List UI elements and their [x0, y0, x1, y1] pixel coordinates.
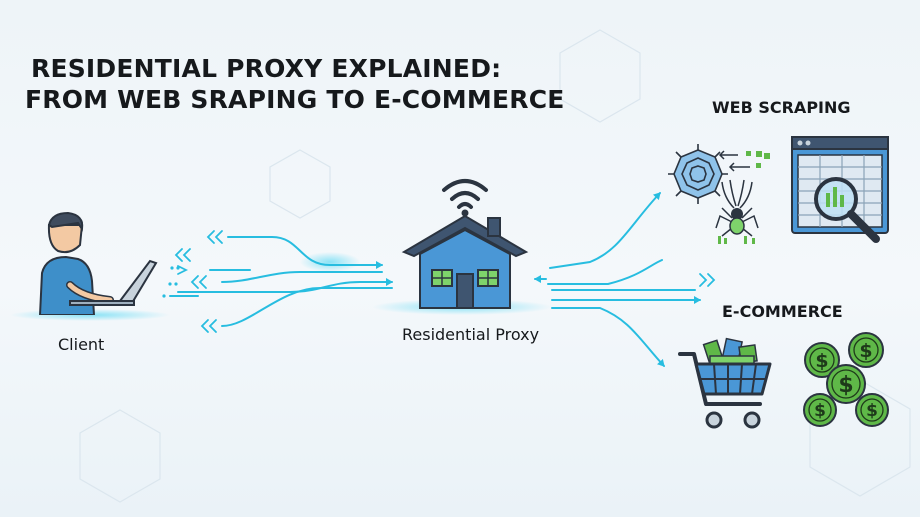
client-dots: [162, 266, 180, 298]
ecommerce-label: E-COMMERCE: [722, 302, 843, 321]
svg-text:$: $: [838, 373, 853, 398]
svg-text:$: $: [859, 340, 872, 362]
right-chevrons: [699, 273, 716, 287]
spider-icon: [715, 179, 759, 244]
page-title-line-1: RESIDENTIAL PROXY EXPLAINED:: [31, 54, 502, 83]
data-table-magnifier-icon: [791, 136, 889, 243]
client-label: Client: [58, 335, 105, 354]
client-chevrons: [174, 230, 223, 333]
flow-glow: [300, 252, 360, 272]
page-title-line-2: FROM WEB SRAPING TO E-COMMERCE: [25, 85, 565, 114]
client-proxy-flow-lines: [169, 236, 393, 327]
person-laptop-icon: [38, 211, 158, 315]
web-scraping-label: WEB SCRAPING: [712, 98, 851, 117]
svg-text:$: $: [866, 401, 878, 421]
proxy-destination-flow-lines: [534, 192, 701, 367]
spider-web-icon: [668, 144, 728, 204]
shopping-cart-icon: [678, 337, 772, 429]
data-stream-icon: [718, 150, 770, 172]
svg-text:$: $: [814, 401, 826, 421]
dollar-coins-icon: $ $ $ $ $: [803, 332, 889, 427]
house-wifi-icon: [401, 179, 529, 309]
svg-text:$: $: [815, 350, 828, 372]
residential-proxy-label: Residential Proxy: [402, 325, 540, 344]
